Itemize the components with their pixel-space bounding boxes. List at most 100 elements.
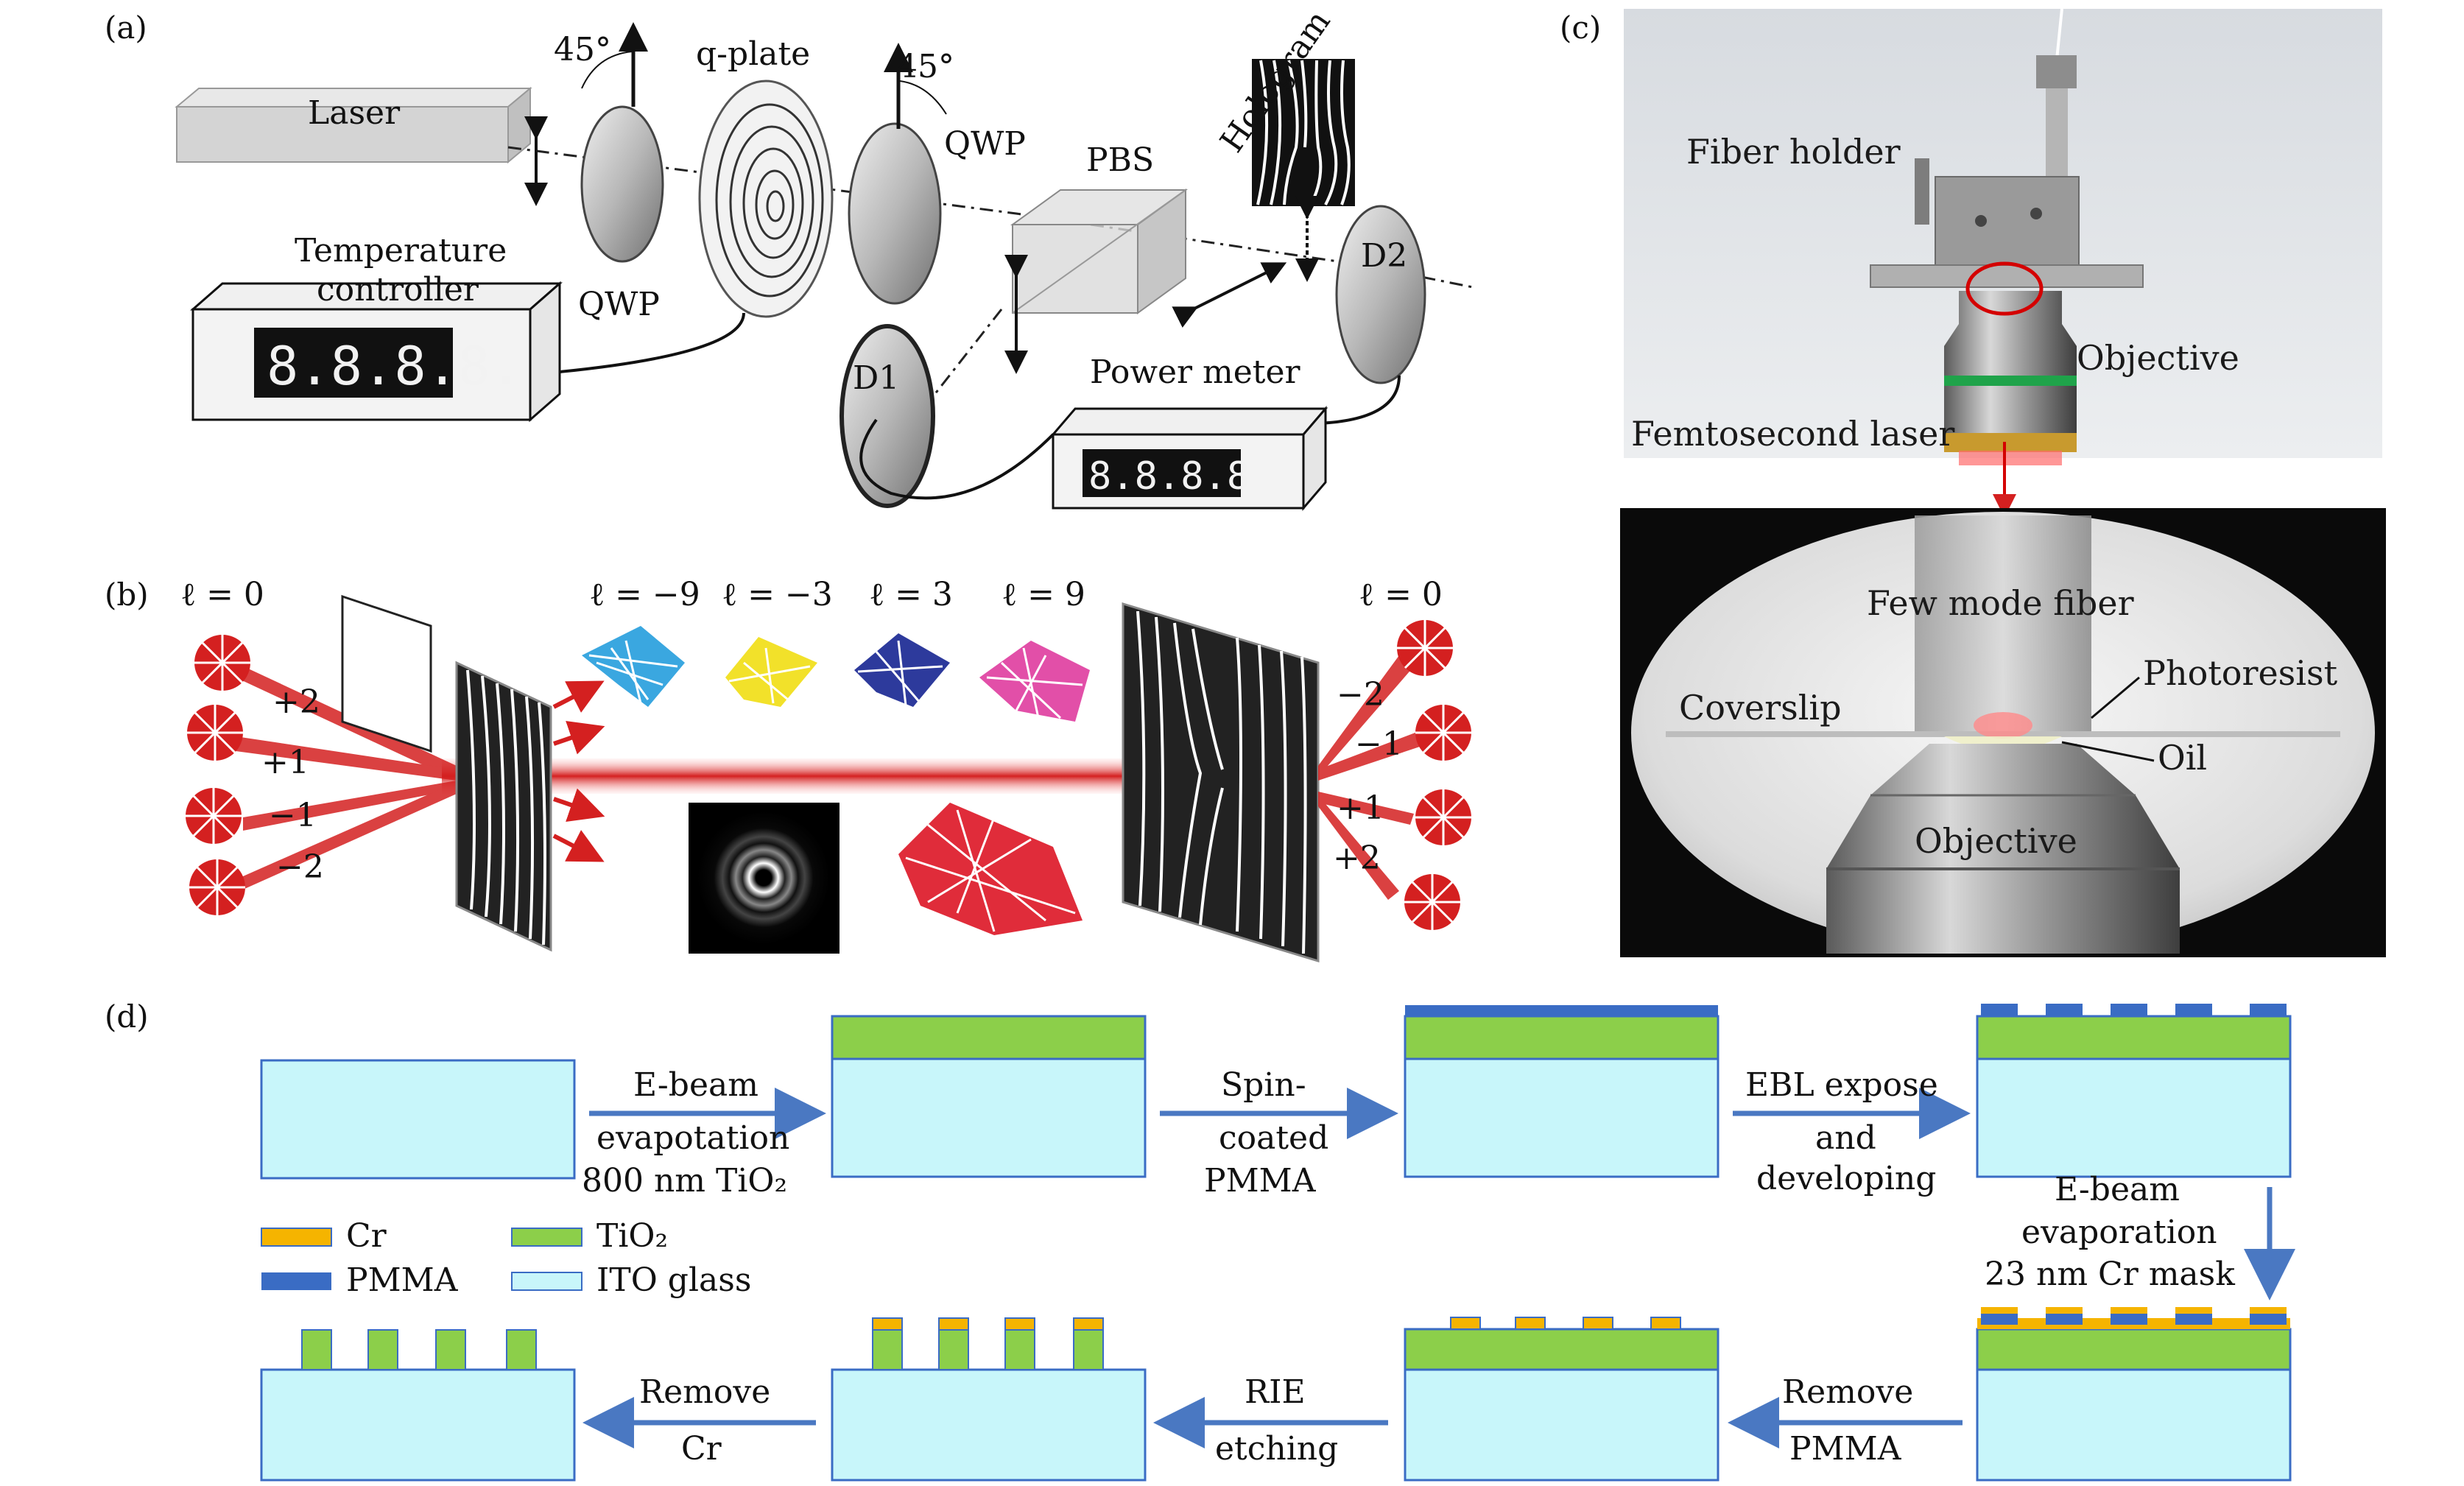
right-beams bbox=[1318, 655, 1429, 900]
stack-ito-only bbox=[260, 1059, 576, 1180]
step4-line2: evaporation bbox=[2021, 1214, 2217, 1251]
fiber-holder-render bbox=[1870, 55, 2144, 288]
step2-line2: coated bbox=[1219, 1119, 1328, 1157]
helix-p3 bbox=[854, 633, 950, 707]
step3-line2: and bbox=[1815, 1119, 1876, 1157]
stack-pmma-patterned bbox=[1976, 1004, 2292, 1178]
stack-tio2 bbox=[831, 1015, 1147, 1178]
helix-superposition bbox=[898, 803, 1083, 935]
angle-arc-1 bbox=[581, 51, 633, 89]
order-right-m2: −2 bbox=[1337, 676, 1384, 714]
few-mode-fiber-label: Few mode fiber bbox=[1867, 583, 2134, 623]
mode-label-m3: ℓ = −3 bbox=[722, 576, 833, 613]
stack-final bbox=[260, 1329, 576, 1482]
mode-label-right: ℓ = 0 bbox=[1359, 576, 1443, 613]
highlight-ellipse bbox=[1965, 261, 2044, 316]
temp-controller-label-1: Temperature bbox=[295, 232, 507, 270]
step5-line1: Remove bbox=[1782, 1373, 1913, 1411]
step6-line2: etching bbox=[1215, 1430, 1338, 1468]
panel-label-b: (b) bbox=[105, 577, 149, 613]
objective-render-top bbox=[1944, 291, 2077, 452]
right-hologram bbox=[1122, 602, 1320, 963]
step3-line1: EBL expose bbox=[1745, 1066, 1938, 1104]
step2-line3: PMMA bbox=[1204, 1162, 1317, 1200]
mode-label-p9: ℓ = 9 bbox=[1002, 576, 1085, 613]
step6-line1: RIE bbox=[1245, 1373, 1306, 1411]
pbs-label: PBS bbox=[1086, 141, 1154, 179]
panel-d: (d) E-beam evapotation 800 n bbox=[105, 999, 2295, 1482]
step7-line2: Cr bbox=[681, 1430, 722, 1468]
main-beam bbox=[442, 758, 1252, 794]
d1-label: D1 bbox=[853, 359, 899, 397]
right-mode-icon-spokes bbox=[1397, 620, 1471, 930]
helix-m9 bbox=[582, 626, 685, 707]
step1-line3: 800 nm TiO₂ bbox=[582, 1162, 787, 1200]
left-output-arrows bbox=[552, 680, 605, 862]
mode-label-p3: ℓ = 3 bbox=[869, 576, 953, 613]
helix-p9 bbox=[979, 641, 1090, 722]
d2-label: D2 bbox=[1361, 237, 1407, 275]
q-plate-label: q-plate bbox=[696, 35, 810, 73]
legend-label-pmma: PMMA bbox=[346, 1261, 459, 1299]
power-meter bbox=[1050, 405, 1328, 512]
d2-cable bbox=[1317, 375, 1401, 425]
right-mode-icons bbox=[1397, 620, 1471, 930]
step2-line1: Spin- bbox=[1221, 1066, 1306, 1104]
order-right-p2: +2 bbox=[1333, 839, 1381, 877]
angle-arc-2 bbox=[899, 80, 947, 115]
angle-2-label: 45° bbox=[897, 48, 954, 85]
detector-d2 bbox=[1335, 205, 1426, 384]
photoresist-leader bbox=[2091, 676, 2140, 719]
femtosecond-laser-label: Femtosecond laser bbox=[1631, 414, 1954, 454]
panel-a: (a) Laser 45° QWP q-plate bbox=[105, 4, 1474, 512]
legend-swatch-ito bbox=[511, 1272, 582, 1291]
angle-1-label: 45° bbox=[554, 31, 611, 68]
order-left-m2: −2 bbox=[276, 848, 324, 886]
panel-label-d: (d) bbox=[105, 999, 149, 1035]
temp-display: 8.8.8.8. bbox=[267, 335, 522, 397]
detector-d1 bbox=[839, 324, 935, 508]
d1-cable bbox=[859, 418, 1055, 500]
legend-swatch-tio2 bbox=[511, 1228, 582, 1247]
temp-controller-label-2: controller bbox=[317, 271, 479, 309]
panel-label-c: (c) bbox=[1560, 10, 1601, 46]
power-meter-label: Power meter bbox=[1090, 353, 1301, 391]
intensity-donut bbox=[697, 811, 830, 944]
mode-label-m9: ℓ = −9 bbox=[589, 576, 700, 613]
step1-line2: evapotation bbox=[596, 1119, 789, 1157]
legend-label-cr: Cr bbox=[346, 1217, 387, 1255]
coverslip-label: Coverslip bbox=[1679, 688, 1842, 728]
objective-render-bottom bbox=[1826, 744, 2180, 954]
order-left-m1: −1 bbox=[269, 797, 317, 834]
laser-box bbox=[175, 86, 532, 164]
order-right-m1: −1 bbox=[1355, 725, 1403, 763]
stack-cr-mask bbox=[1404, 1317, 1719, 1482]
laser-label: Laser bbox=[308, 94, 401, 132]
reflected-beam-a bbox=[919, 309, 1003, 413]
hologram-plate bbox=[1252, 59, 1355, 206]
temperature-controller bbox=[190, 281, 563, 423]
legend-swatch-pmma bbox=[261, 1272, 331, 1290]
qwp-2-label: QWP bbox=[944, 125, 1026, 163]
panel-label-a: (a) bbox=[105, 10, 147, 46]
qwp-2-disk bbox=[848, 122, 942, 305]
step5-line2: PMMA bbox=[1789, 1430, 1902, 1468]
photoresist-label: Photoresist bbox=[2143, 653, 2338, 693]
stack-etched bbox=[831, 1317, 1147, 1482]
legend-label-tio2: TiO₂ bbox=[596, 1217, 668, 1255]
power-display: 8.8.8.8 bbox=[1088, 454, 1250, 499]
objective-top-label: Objective bbox=[2077, 338, 2239, 378]
objective-bottom-label: Objective bbox=[1915, 821, 2077, 861]
left-mode-icon-spokes bbox=[186, 635, 250, 915]
panel-b: (b) ℓ = 0 ℓ = 0 ℓ = −9 ℓ = −3 ℓ = 3 ℓ = … bbox=[105, 576, 1471, 963]
step3-line3: developing bbox=[1756, 1160, 1936, 1197]
step4-line3: 23 nm Cr mask bbox=[1985, 1256, 2235, 1293]
oil-label: Oil bbox=[2158, 738, 2207, 778]
legend: Cr PMMA TiO₂ ITO glass bbox=[261, 1217, 751, 1299]
laser-glow bbox=[1959, 451, 2062, 465]
helix-m3 bbox=[725, 637, 817, 707]
left-hologram bbox=[341, 594, 552, 952]
focus-spot bbox=[1974, 712, 2032, 739]
q-plate-cable bbox=[559, 312, 745, 373]
